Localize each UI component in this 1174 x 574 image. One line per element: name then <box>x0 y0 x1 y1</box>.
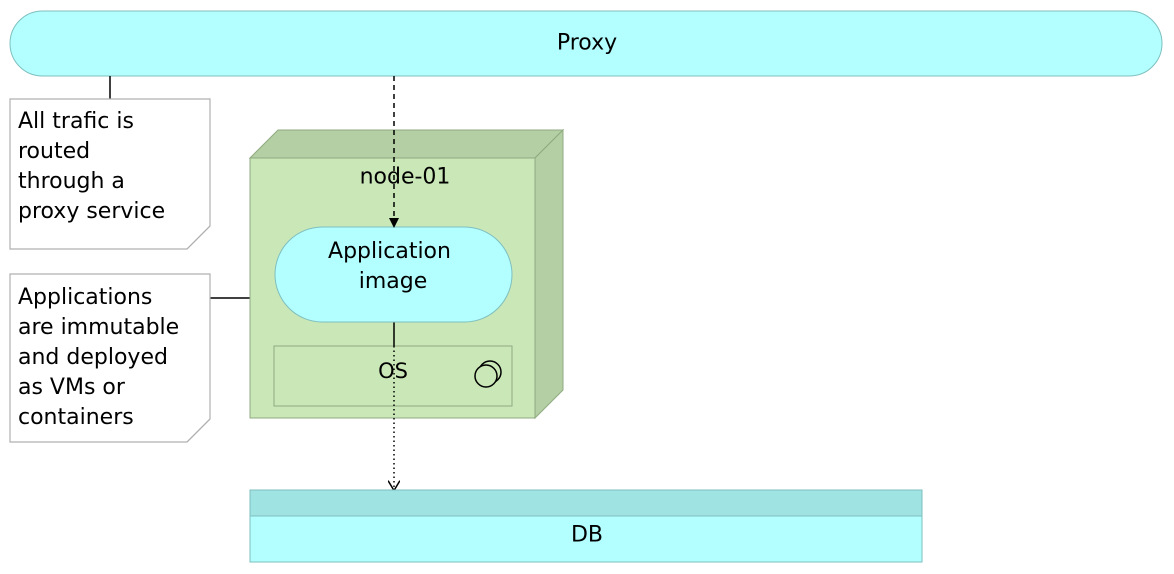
os-box[interactable]: OS <box>273 345 513 407</box>
os-shape <box>273 345 513 407</box>
application-line: image <box>359 269 428 294</box>
node-side-face <box>534 128 564 420</box>
note-immutable-line: containers <box>18 405 134 430</box>
note-routing[interactable]: All trafic is routed through a proxy ser… <box>9 98 211 250</box>
note-routing-line: proxy service <box>18 199 165 224</box>
node-top-face <box>248 129 565 159</box>
db-label: DB <box>571 523 603 548</box>
proxy-service[interactable]: Proxy <box>9 10 1163 77</box>
note-routing-line: through a <box>18 169 125 194</box>
proxy-label: Proxy <box>557 31 617 56</box>
note-routing-text: All trafic is routed through a proxy ser… <box>18 109 165 224</box>
note-immutable-line: Applications <box>18 285 152 310</box>
node-label: node-01 <box>360 165 451 190</box>
note-immutable[interactable]: Applications are immutable and deployed … <box>9 273 211 443</box>
note-immutable-line: and deployed <box>18 345 168 370</box>
system-software-icon <box>474 360 502 388</box>
os-label: OS <box>378 359 408 383</box>
note-immutable-line: as VMs or <box>18 375 126 400</box>
application-line: Application <box>328 239 451 264</box>
note-immutable-line: are immutable <box>18 315 179 340</box>
application-image[interactable]: Application image <box>274 226 513 323</box>
note-immutable-text: Applications are immutable and deployed … <box>18 285 186 430</box>
note-routing-line: All trafic is <box>18 109 134 134</box>
db-data-object[interactable]: DB <box>249 489 923 563</box>
db-header <box>249 489 923 517</box>
db-body <box>249 515 923 563</box>
note-routing-fold <box>186 225 211 250</box>
note-routing-line: routed <box>18 139 90 164</box>
proxy-shape <box>9 10 1163 77</box>
application-text: Application image <box>328 239 458 294</box>
note-immutable-fold <box>186 418 211 443</box>
